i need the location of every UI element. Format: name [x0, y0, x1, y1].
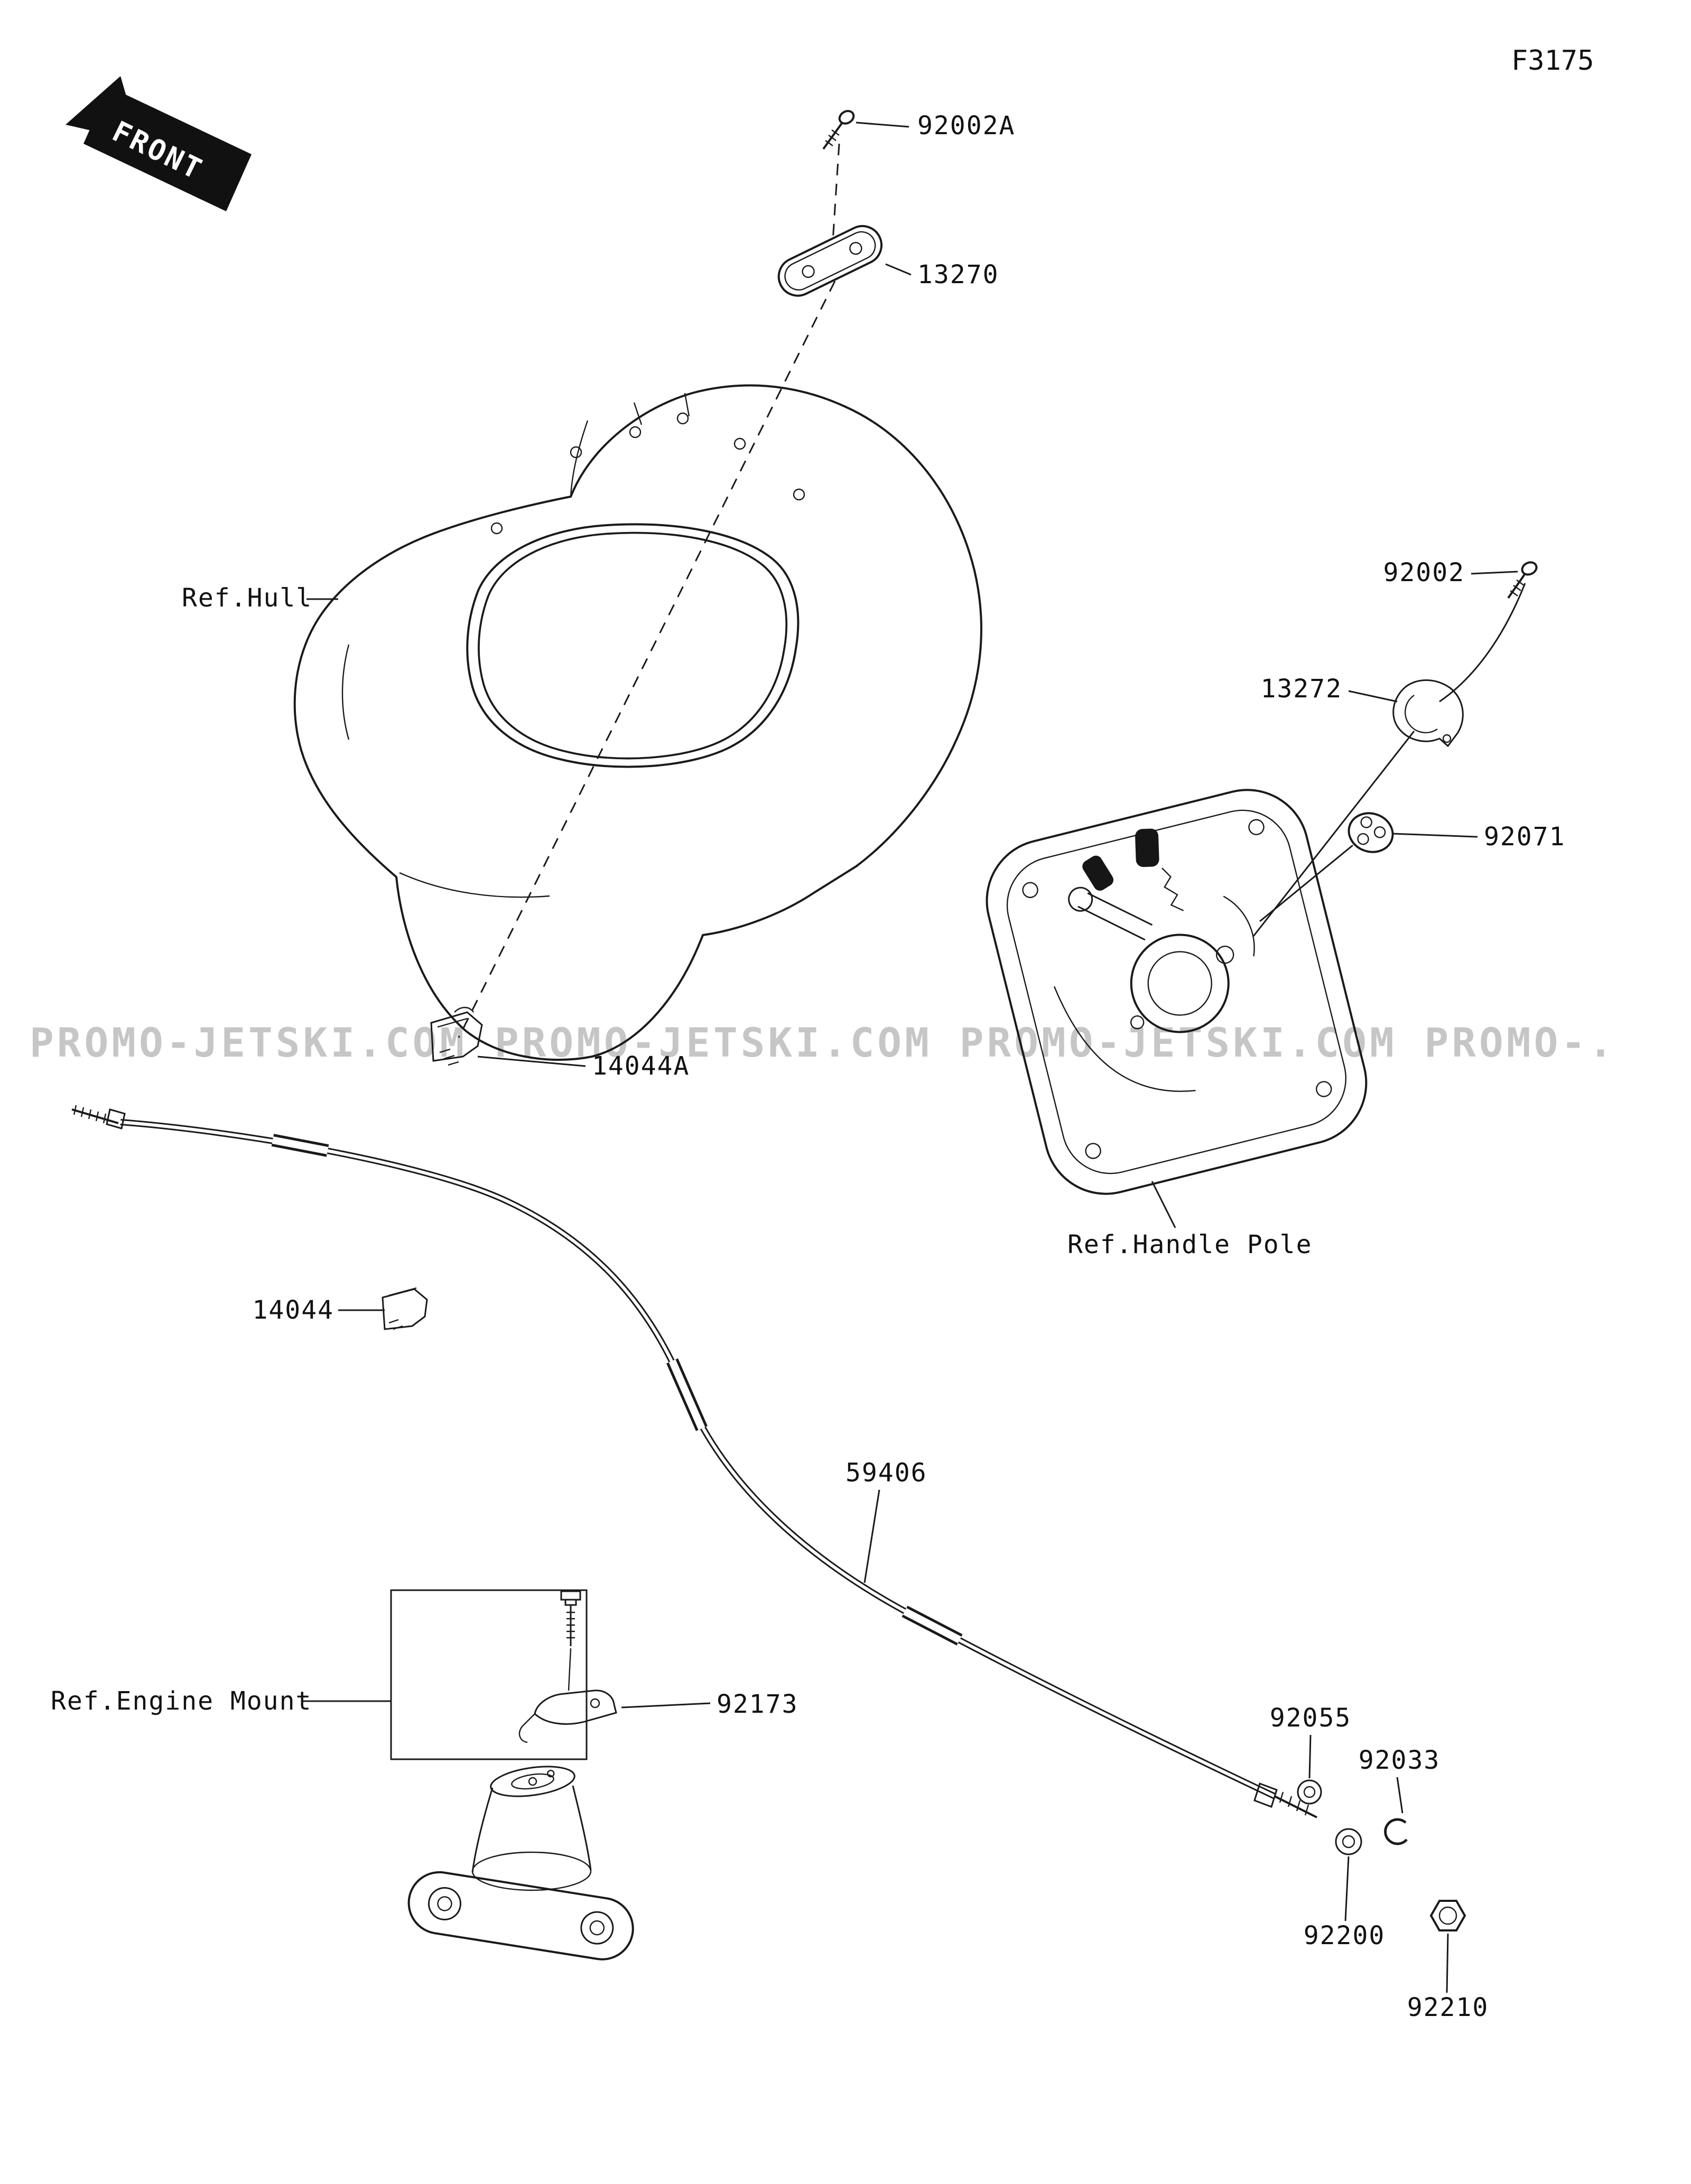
washer-92200-drawing — [1335, 1828, 1362, 1855]
front-arrow: FRONT — [66, 76, 252, 211]
hull-drawing — [293, 384, 982, 1061]
part-label-13272: 13272 — [1261, 674, 1343, 704]
engine-mount-drawing — [390, 1589, 634, 1961]
bolt-92002a-drawing — [822, 110, 855, 150]
figure-code: F3175 — [1511, 45, 1594, 77]
part-label-59406: 59406 — [846, 1458, 927, 1488]
cover-plate-13270-drawing — [777, 225, 882, 297]
part-label-92002: 92002 — [1383, 558, 1465, 587]
part-label-13270: 13270 — [917, 260, 999, 290]
grommet-92071-drawing — [1348, 812, 1394, 853]
steering-cable-drawing — [71, 1105, 1317, 1818]
clamp-14044a-drawing — [430, 1006, 483, 1066]
part-label-92200: 92200 — [1304, 1921, 1386, 1950]
circlip-92033-drawing — [1384, 1818, 1408, 1845]
leader-lines — [302, 122, 1518, 1993]
part-label-92210: 92210 — [1407, 1993, 1489, 2022]
part-label-14044: 14044 — [253, 1295, 335, 1325]
handle-pole-drawing — [986, 789, 1368, 1195]
washer-92055-drawing — [1297, 1779, 1322, 1805]
part-labels: 92002A 13270 92002 13272 92071 14044A 14… — [253, 111, 1566, 2022]
watermark-text: PROMO-JETSKI.COM PROMO-JETSKI.COM PROMO-… — [30, 1019, 1616, 1066]
reference-labels: Ref.Hull Ref.Handle Pole Ref.Engine Moun… — [51, 583, 1312, 1716]
part-label-92055: 92055 — [1270, 1703, 1352, 1733]
ref-engine-mount-label: Ref.Engine Mount — [51, 1686, 312, 1716]
bolt-92002-drawing — [1507, 561, 1538, 599]
part-label-92033: 92033 — [1359, 1746, 1441, 1775]
part-label-92071: 92071 — [1484, 822, 1566, 852]
nut-92210-drawing — [1429, 1900, 1466, 1931]
part-label-92002a: 92002A — [917, 111, 1015, 141]
part-label-14044a: 14044A — [592, 1051, 690, 1081]
assembly-axis-lines — [458, 143, 840, 1038]
ref-hull-label: Ref.Hull — [182, 583, 312, 613]
ref-handle-pole-label: Ref.Handle Pole — [1067, 1230, 1312, 1259]
handle-pole-connection-lines — [1252, 583, 1526, 937]
clamp-14044-drawing — [382, 1287, 428, 1330]
bracket-plate-13272-drawing — [1392, 679, 1464, 748]
part-label-92173: 92173 — [717, 1690, 798, 1719]
